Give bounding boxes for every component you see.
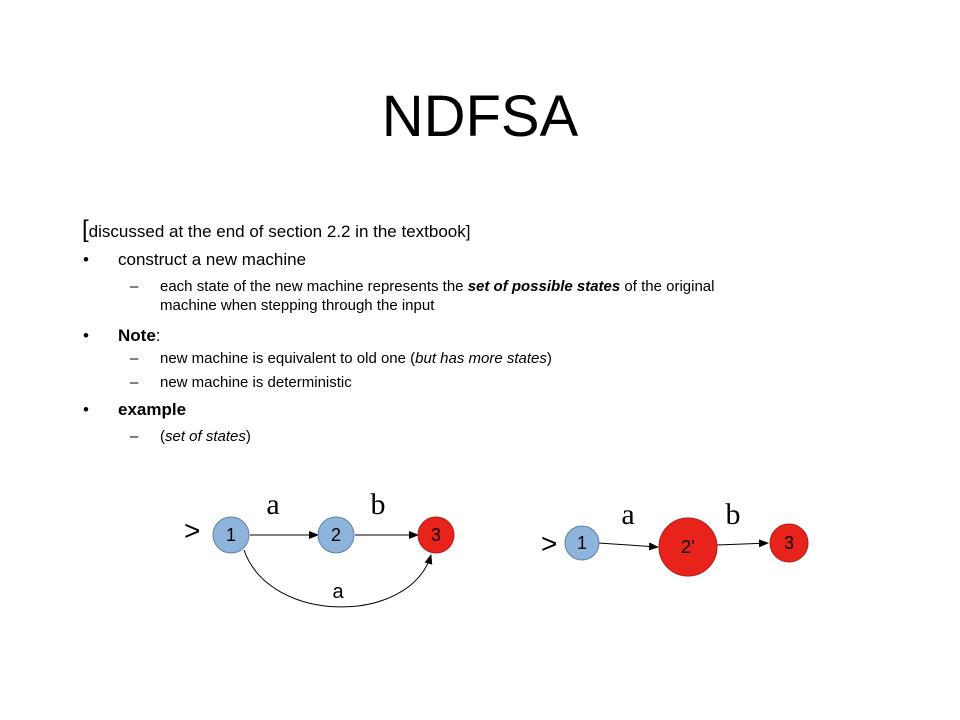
sub-each-state-line2: machine when stepping through the input	[160, 297, 435, 314]
sub-marker: –	[130, 428, 139, 445]
intro-line: [discussed at the end of section 2.2 in …	[82, 216, 470, 244]
sub-text: new machine is equivalent to old one (	[160, 350, 416, 367]
bullet-example: example	[118, 400, 186, 420]
edge-2prime-3	[716, 539, 769, 548]
final-state-node	[769, 523, 809, 563]
state-node	[212, 516, 250, 554]
start-marker: >	[184, 515, 200, 546]
note-colon: :	[155, 326, 161, 345]
edge-label: a	[332, 581, 344, 603]
node-label: 1	[226, 525, 236, 545]
sub-text: of the original	[620, 278, 715, 295]
diagram-left: > 1 2 3 a b a	[184, 488, 455, 608]
diagram-right: > 1 2’ 3 a b	[541, 498, 809, 577]
sub-marker: –	[130, 350, 139, 367]
bullet-marker: •	[83, 326, 89, 345]
sub-text: each state of the new machine represents…	[160, 278, 468, 295]
state-node	[564, 525, 600, 561]
final-state-node	[417, 516, 455, 554]
edge-1-2prime	[597, 542, 659, 551]
sub-set-of-states: (set of states)	[160, 428, 251, 445]
edge-label: b	[371, 488, 386, 521]
sub-text: )	[245, 428, 251, 445]
sub-deterministic: new machine is deterministic	[160, 374, 352, 391]
sub-emph: but has more states	[415, 350, 547, 367]
edge-label: a	[621, 498, 634, 531]
edge-label: b	[726, 498, 741, 531]
note-label: Note	[118, 326, 156, 345]
bullet-construct: construct a new machine	[118, 250, 307, 269]
state-node	[317, 516, 355, 554]
example-label: example	[118, 400, 187, 419]
sub-text: (	[160, 428, 165, 445]
node-label: 3	[431, 525, 441, 545]
start-marker: >	[541, 528, 557, 559]
bullet-marker: •	[83, 250, 89, 269]
sub-emph: set of states	[165, 428, 246, 445]
bullet-marker: •	[83, 400, 89, 419]
sub-equivalent: new machine is equivalent to old one (bu…	[160, 350, 552, 367]
intro-bracket: [	[82, 216, 89, 243]
sub-marker: –	[130, 278, 139, 295]
merged-state-node	[658, 517, 718, 577]
sub-marker: –	[130, 374, 139, 391]
intro-text: discussed at the end of section 2.2 in t…	[88, 222, 471, 241]
node-label: 1	[577, 533, 587, 553]
sub-emph: set of possible states	[467, 278, 621, 295]
slide-title: NDFSA	[381, 84, 579, 149]
bullet-note: Note:	[118, 326, 161, 346]
node-label: 2	[331, 525, 341, 545]
sub-text: )	[546, 350, 552, 367]
sub-each-state-line1: each state of the new machine represents…	[160, 278, 714, 295]
node-label: 2’	[681, 537, 695, 557]
edge-1-3-curve	[243, 549, 433, 608]
edge-label: a	[266, 488, 279, 521]
node-label: 3	[784, 533, 794, 553]
